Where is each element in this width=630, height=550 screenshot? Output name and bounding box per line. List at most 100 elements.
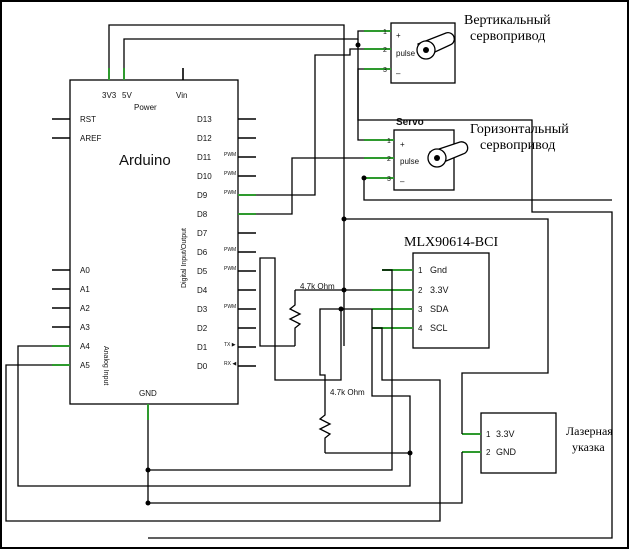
resistor-r1: 4.7k Ohm (288, 282, 335, 346)
pin-label-d6: D6 (197, 248, 208, 257)
junction-dot (341, 287, 347, 293)
sensor-mlx90614: MLX90614-BCI 1 2 3 4 Gnd 3.3V SDA SCL (372, 235, 498, 349)
pin-label-d8: D8 (197, 210, 208, 219)
pin-label-d5: D5 (197, 267, 208, 276)
wire-gnd-servo2 (363, 178, 612, 201)
junction-dot (355, 42, 361, 48)
pin-label-d13: D13 (197, 115, 212, 124)
pin-label-rst: RST (80, 115, 96, 124)
sensor-pinnum-4: 4 (418, 324, 423, 333)
pin-label-a1: A1 (80, 285, 90, 294)
arduino-body (69, 79, 239, 405)
servo-horizontal-pinnum-2: 2 (387, 156, 391, 163)
wire-3v3-to-laser (344, 218, 549, 434)
pin-label-d10: D10 (197, 172, 212, 181)
servo-vertical-pinnum-3: 3 (383, 67, 387, 74)
laser-title-line1: Лазерная (566, 424, 613, 438)
pin-label-a5: A5 (80, 361, 90, 370)
pin-label-5v: 5V (122, 91, 132, 100)
laser-pinnum-2: 2 (486, 448, 491, 457)
wire-gnd-sensor (148, 269, 393, 471)
laser-body (480, 412, 557, 474)
resistor-r2: 4.7k Ohm (318, 388, 365, 453)
pin-label-a3: A3 (80, 323, 90, 332)
laser-module: 1 2 3.3V GND Лазерная указка (462, 412, 613, 474)
wire-5v-to-servo2 (357, 39, 364, 141)
pin-label-3v3: 3V3 (102, 91, 117, 100)
servo-horizontal-header: Servo (396, 117, 424, 128)
wire-5v-to-servo1 (123, 30, 364, 68)
sensor-body (412, 252, 490, 349)
wire-gnd-laser (148, 452, 463, 504)
pin-label-gnd: GND (139, 389, 157, 398)
power-label: Power (134, 103, 157, 112)
wire-a4-sda (17, 309, 411, 487)
tx-label: TX ▶ (224, 342, 236, 348)
pin-label-a4: A4 (80, 342, 90, 351)
sensor-title: MLX90614-BCI (404, 235, 498, 250)
servo-horn-icon (427, 141, 469, 168)
rx-label: RX ◀ (224, 361, 236, 367)
sensor-pinnum-3: 3 (418, 305, 423, 314)
servo-vertical: 1 2 3 + pulse – Вертикальный сервопривод (364, 13, 551, 84)
wires (5, 24, 613, 539)
servo-vertical-label-plus: + (396, 31, 401, 40)
servo-vertical-pinnum-2: 2 (383, 47, 387, 54)
pin-label-d9: D9 (197, 191, 208, 200)
pin-label-a0: A0 (80, 266, 90, 275)
laser-pinnum-1: 1 (486, 430, 491, 439)
laser-label-3v3: 3.3V (496, 429, 515, 439)
sensor-label-scl: SCL (430, 323, 448, 333)
pin-label-d1: D1 (197, 343, 208, 352)
servo-horizontal-label-plus: + (400, 140, 405, 149)
laser-title-line2: указка (572, 440, 605, 454)
wire-a5-scl (5, 327, 441, 522)
pwm-label-d11: PWM (224, 152, 236, 158)
sensor-label-3v3: 3.3V (430, 285, 449, 295)
servo-vertical-pinnum-1: 1 (383, 29, 387, 36)
arduino-board: Arduino Power 3V3 5V Vin RST AREF A0 A1 … (52, 68, 256, 420)
wire-d8 (256, 157, 364, 215)
pwm-label-d3: PWM (224, 304, 236, 310)
pin-label-vin: Vin (176, 91, 187, 100)
pin-label-d3: D3 (197, 305, 208, 314)
resistor-r2-zigzag (318, 396, 332, 453)
resistor-r1-label: 4.7k Ohm (300, 282, 335, 291)
pin-label-aref: AREF (80, 134, 101, 143)
pwm-label-d6: PWM (224, 247, 236, 253)
servo-horizontal-pinnum-1: 1 (387, 138, 391, 145)
servo-vertical-label-pulse: pulse (396, 49, 416, 58)
pin-label-d12: D12 (197, 134, 212, 143)
servo-horizontal-pinnum-3: 3 (387, 176, 391, 183)
pin-label-d2: D2 (197, 324, 208, 333)
servo-vertical-label-minus: – (396, 69, 401, 78)
pin-label-d11: D11 (197, 153, 212, 162)
junction-dot (407, 450, 413, 456)
sensor-pinnum-1: 1 (418, 266, 423, 275)
pwm-label-d9: PWM (224, 190, 236, 196)
servo-horizontal-label-minus: – (400, 177, 405, 186)
pwm-label-d5: PWM (224, 266, 236, 272)
pin-label-d7: D7 (197, 229, 208, 238)
wire-r2-top (319, 308, 341, 396)
servo-horizontal-title-line1: Горизонтальный (470, 122, 569, 137)
servo-horn-icon (416, 32, 455, 60)
wire-3v3 (108, 24, 345, 346)
sensor-label-gnd: Gnd (430, 265, 447, 275)
pwm-label-d10: PWM (224, 171, 236, 177)
servo-horizontal: Servo 1 2 3 + pulse – Горизонтальный сер… (364, 117, 569, 191)
sensor-pinnum-2: 2 (418, 286, 423, 295)
resistor-r2-label: 4.7k Ohm (330, 388, 365, 397)
wire-gnd-servo1 (148, 68, 613, 539)
pin-label-d0: D0 (197, 362, 208, 371)
analog-input-label: Analog Input (102, 346, 109, 385)
arduino-title: Arduino (119, 152, 171, 169)
wire-d9 (256, 48, 364, 196)
junction-dot (341, 216, 347, 222)
servo-horizontal-title-line2: сервопривод (480, 138, 555, 153)
wire-r1-pullup (259, 257, 342, 381)
servo-vertical-title-line2: сервопривод (470, 29, 545, 44)
